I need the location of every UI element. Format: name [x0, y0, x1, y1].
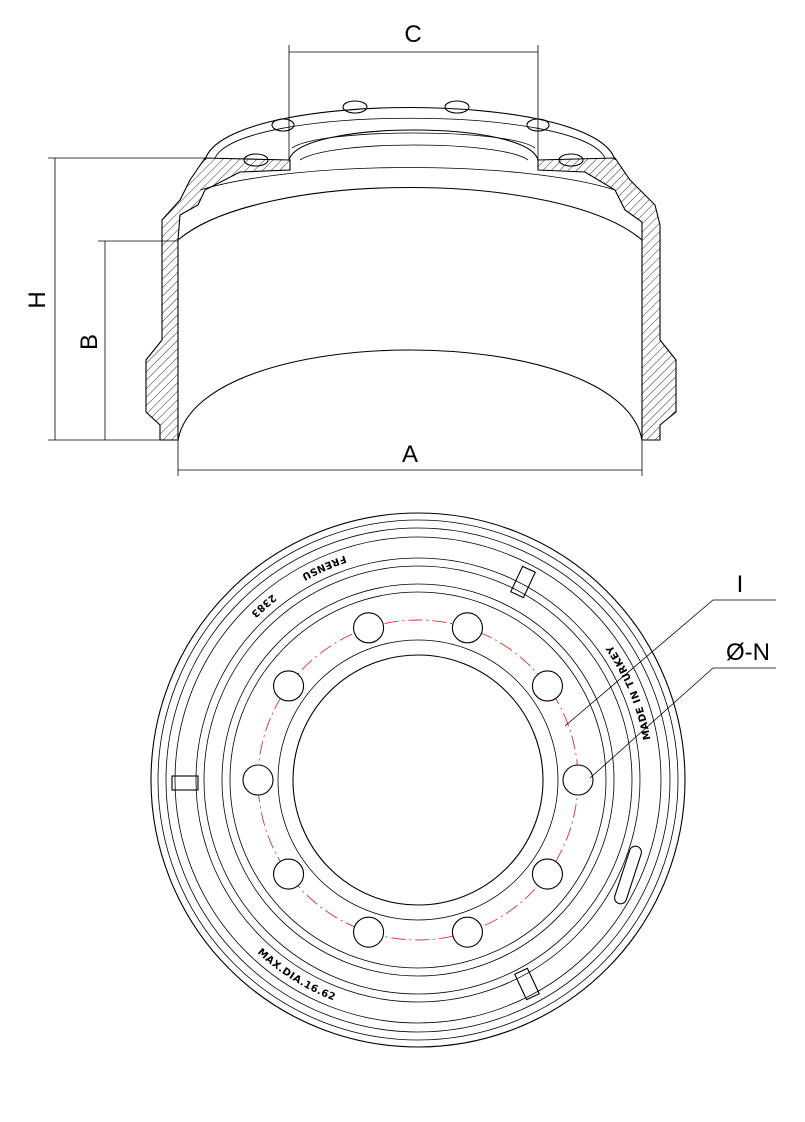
bolt-hole — [353, 612, 385, 644]
engraving-part-number: 2383 — [248, 592, 277, 620]
bolt-hole — [342, 100, 368, 114]
bolt-hole — [562, 764, 594, 796]
bolt-hole — [444, 100, 470, 114]
front-view: MADE IN TURKEY FRENSU 2383 MAX.DIA.16.62… — [150, 512, 776, 1048]
engraving-brand: FRENSU — [299, 553, 347, 582]
bolt-hole — [353, 916, 385, 948]
wear-slot — [514, 967, 540, 1001]
bolt-hole — [273, 670, 305, 702]
dimension-a-label: A — [402, 441, 418, 468]
dimension-c-label: C — [404, 21, 421, 48]
dimension-h-label: H — [24, 291, 51, 308]
flange-top-face — [204, 107, 616, 161]
left-wall-section — [145, 157, 291, 441]
bolt-hole — [531, 670, 563, 702]
bore-edge — [288, 129, 539, 161]
callout-i-leader — [564, 599, 776, 727]
bolt-hole — [531, 858, 563, 890]
wear-slot — [510, 565, 536, 599]
bolt-holes — [242, 612, 594, 948]
bolt-circle — [257, 619, 579, 941]
wear-slot — [171, 775, 199, 791]
bolt-hole — [273, 858, 305, 890]
outer-rim — [150, 512, 686, 1048]
callout-i-label: I — [737, 571, 744, 598]
engraving-max-dia: MAX.DIA.16.62 — [255, 947, 337, 1004]
center-bore — [292, 654, 544, 906]
bolt-hole — [271, 118, 295, 132]
side-section-view: C H B A — [24, 21, 677, 476]
bolt-hole — [451, 916, 483, 948]
callout-n-leader — [589, 667, 776, 779]
dimension-b-label: B — [76, 334, 103, 350]
drum-opening-edge — [177, 349, 643, 441]
right-wall-section — [537, 157, 677, 441]
balance-groove — [614, 845, 642, 905]
callout-n-label: Ø-N — [726, 639, 770, 666]
bolt-hole — [451, 612, 483, 644]
bolt-hole — [242, 764, 274, 796]
